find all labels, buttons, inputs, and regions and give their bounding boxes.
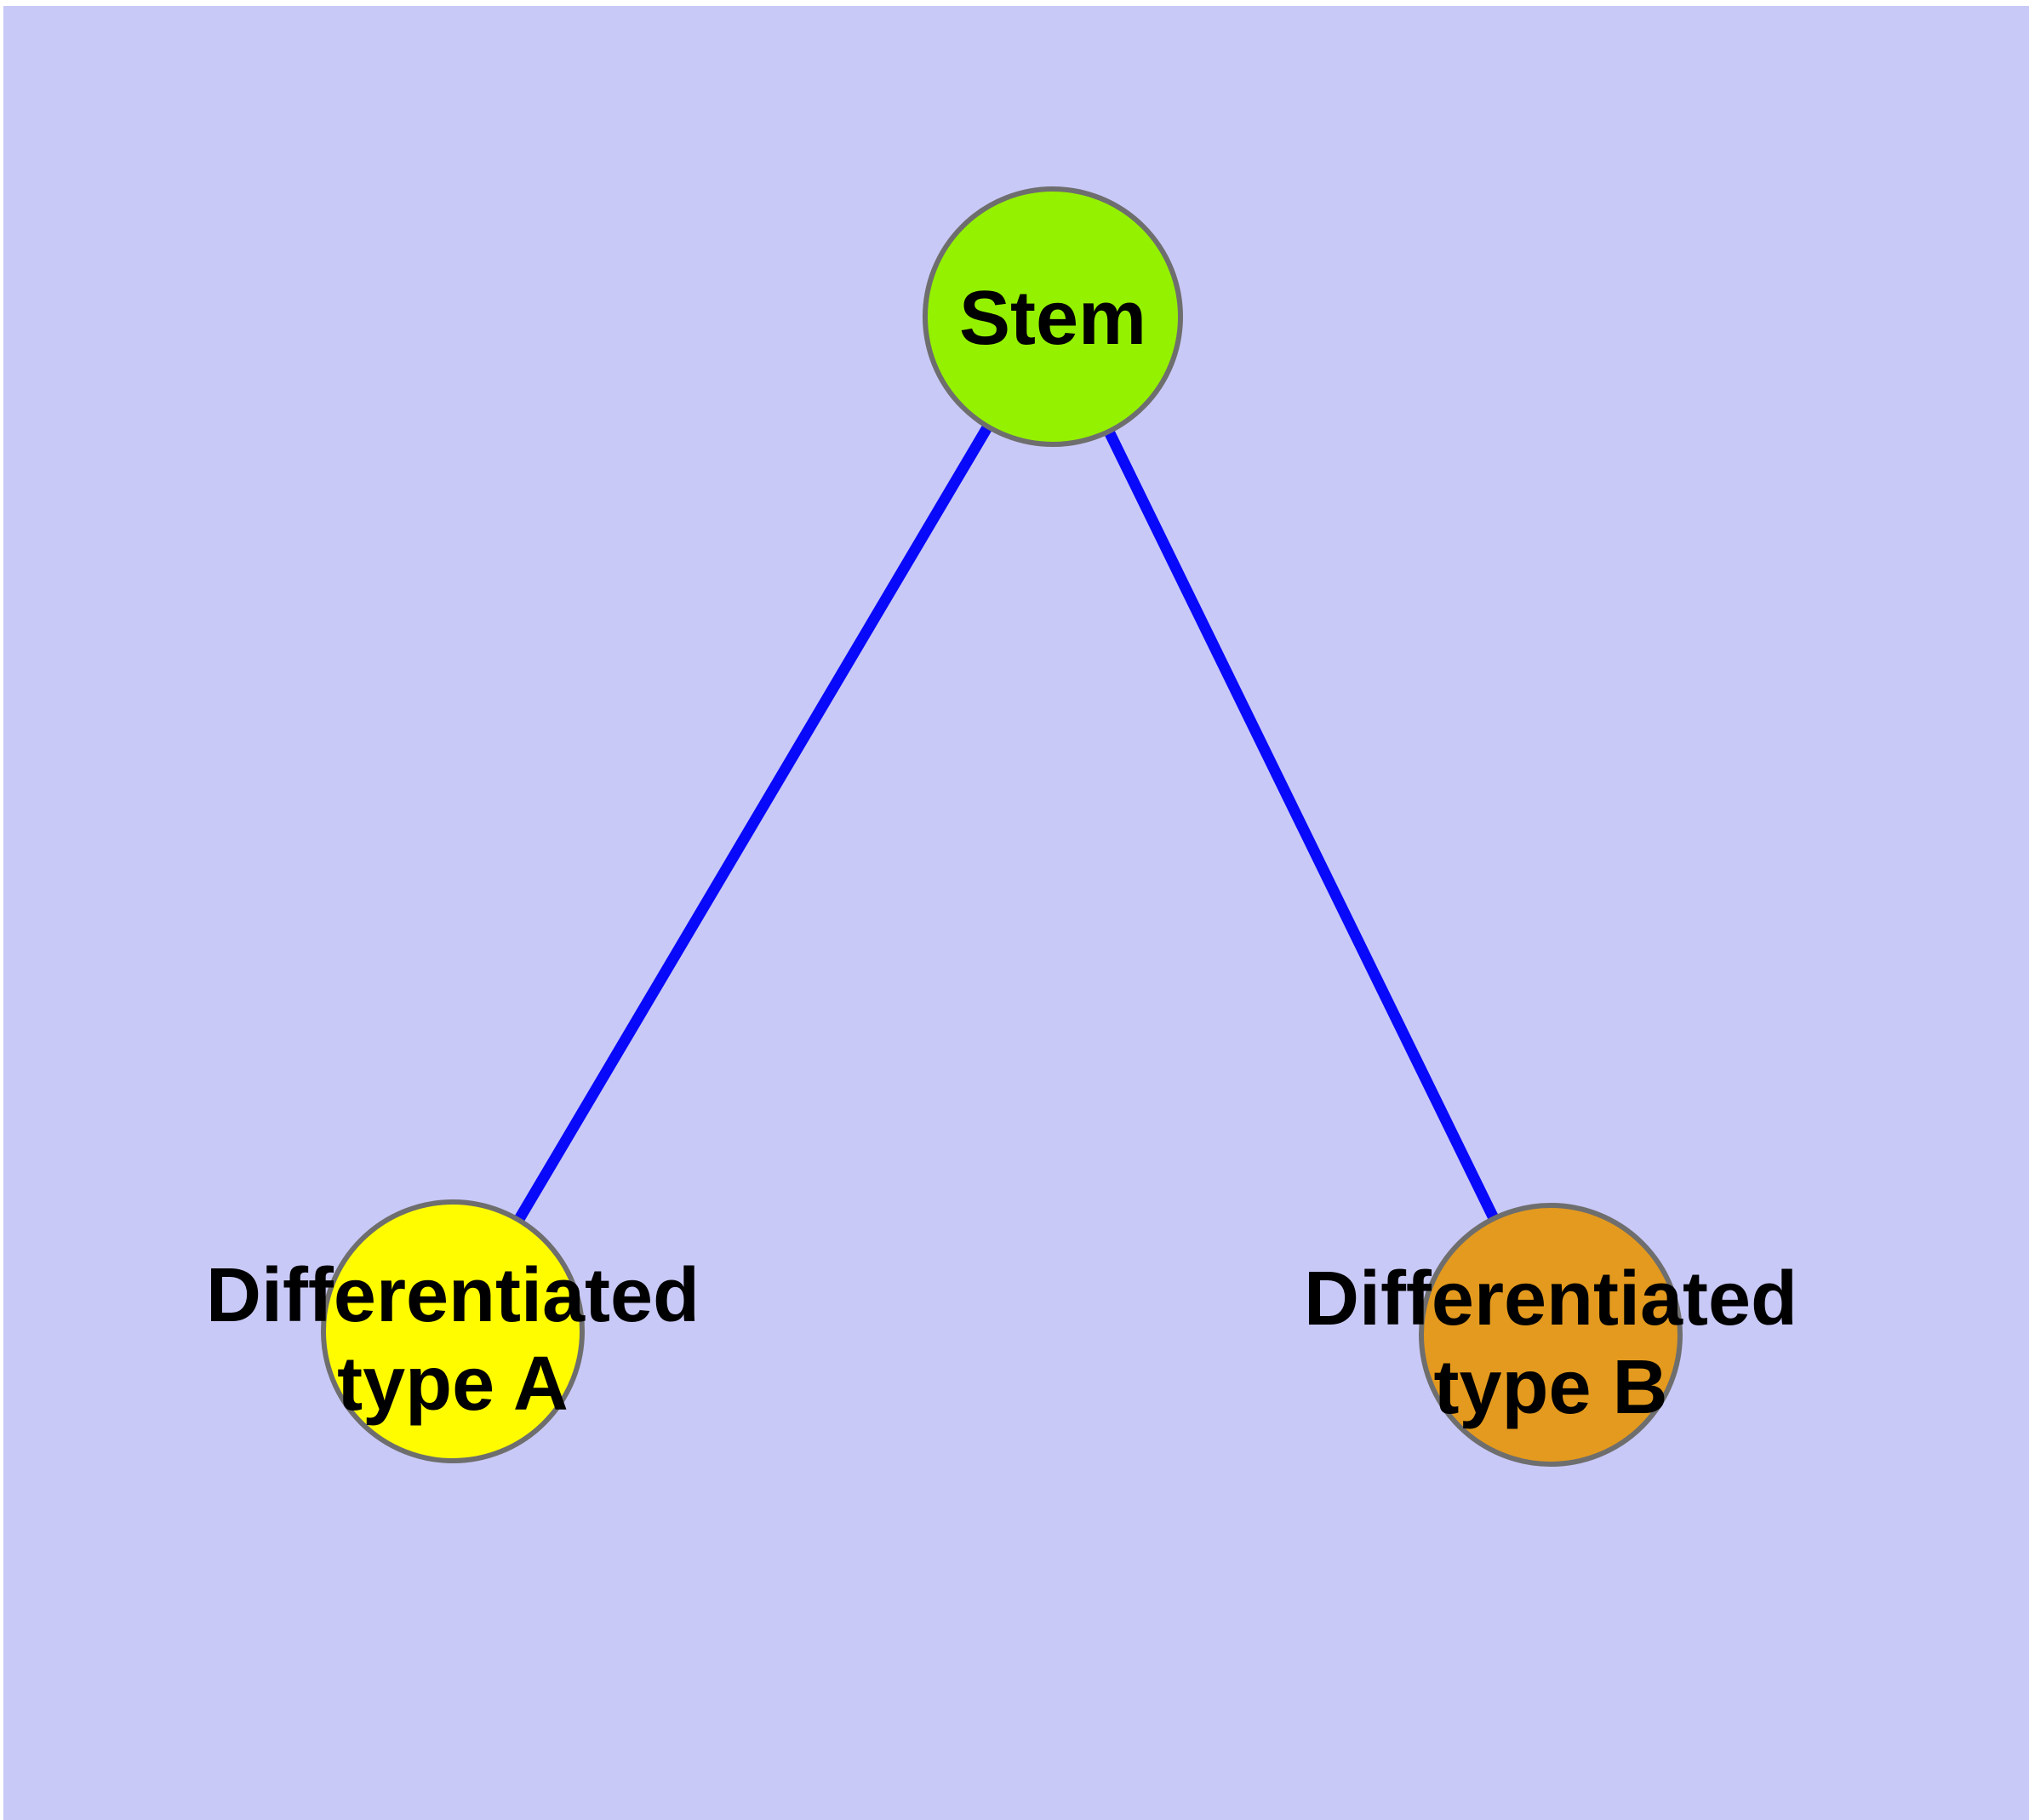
node-type-b-circle bbox=[1419, 1203, 1683, 1467]
node-type-a-label-line1: Differentiated bbox=[206, 1253, 700, 1338]
edge-stem-to-type-b bbox=[1048, 314, 1556, 1337]
node-type-b-label-line1: Differentiated bbox=[1304, 1256, 1798, 1342]
node-differentiated-type-b: Differentiated type B bbox=[1304, 1203, 1798, 1467]
node-stem: Stem bbox=[923, 186, 1183, 447]
node-type-a-circle bbox=[321, 1199, 585, 1463]
node-stem-circle bbox=[923, 186, 1183, 447]
edge-stem-to-type-a bbox=[448, 313, 1058, 1335]
node-differentiated-type-a: Differentiated type A bbox=[206, 1199, 700, 1463]
node-type-a-label-line2: type A bbox=[337, 1342, 569, 1427]
node-stem-label: Stem bbox=[959, 276, 1146, 361]
edges bbox=[448, 313, 1556, 1337]
node-type-b-label-line2: type B bbox=[1433, 1345, 1667, 1430]
